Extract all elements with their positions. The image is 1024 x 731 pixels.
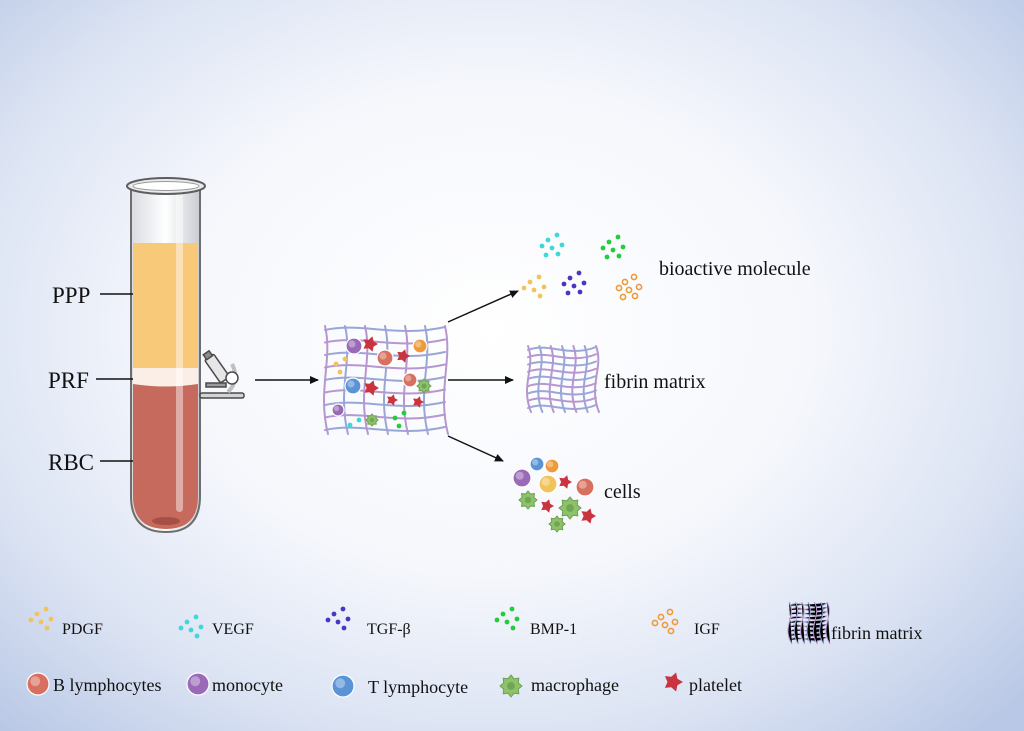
- ppp-label: PPP: [52, 283, 91, 308]
- legend-vegf-label: VEGF: [212, 621, 254, 638]
- microscope-icon: [199, 349, 245, 399]
- cells-label: cells: [604, 481, 641, 503]
- tube-label-lines: [96, 293, 133, 462]
- bioactive-molecule-label: bioactive molecule: [659, 258, 811, 280]
- legend-pdgf-label: PDGF: [62, 621, 103, 638]
- legend-monocyte-label: monocyte: [212, 675, 283, 695]
- fibrin-matrix-icon: [526, 345, 600, 413]
- fibrin-matrix-label: fibrin matrix: [604, 371, 706, 393]
- legend-icons: [26, 601, 831, 698]
- rbc-layer: [133, 384, 198, 529]
- prf-layer: [133, 368, 198, 387]
- legend-igf-label: IGF: [694, 621, 720, 638]
- test-tube-icon: [126, 177, 206, 534]
- fibrin-scaffold-icon: [322, 325, 449, 435]
- bioactive-molecule-icon: [521, 232, 643, 301]
- legend-tgf-label: TGF-β: [367, 621, 411, 638]
- arrow-icon: [447, 290, 519, 462]
- legend-b-lymphocytes-label: B lymphocytes: [53, 675, 162, 695]
- legend-bmp-label: BMP-1: [530, 621, 578, 638]
- ppp-layer: [133, 243, 198, 368]
- legend-t-lymphocyte-label: T lymphocyte: [368, 677, 469, 697]
- legend-macrophage-label: macrophage: [531, 675, 619, 695]
- legend-fibrin-label: fibrin matrix: [831, 623, 923, 643]
- legend-platelet-label: platelet: [689, 675, 742, 695]
- cells-icon: [512, 456, 596, 533]
- rbc-label: RBC: [48, 450, 95, 475]
- prf-label: PRF: [48, 368, 89, 393]
